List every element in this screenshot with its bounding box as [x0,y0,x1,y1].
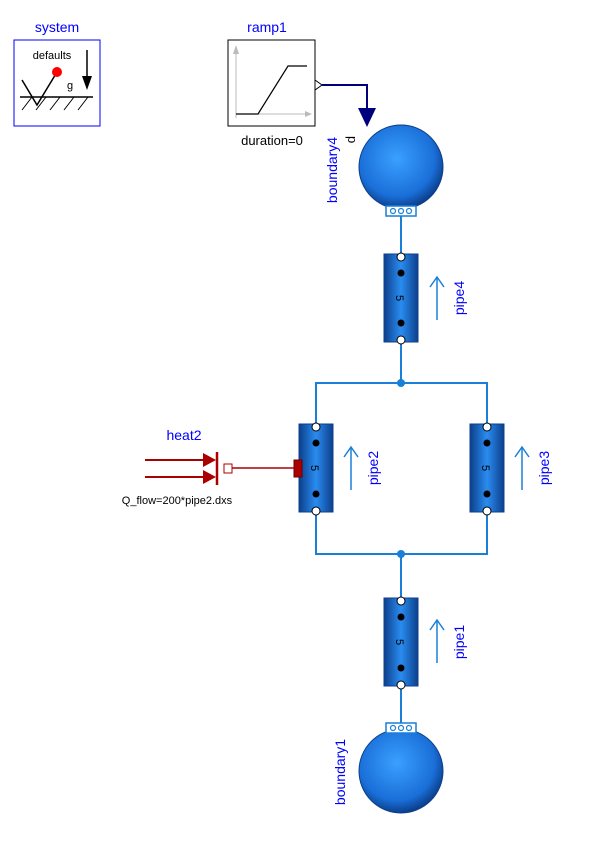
boundary1-label: boundary1 [332,739,348,805]
signal-connection [322,84,376,127]
flow-arrow-icon [343,445,359,490]
boundary1-block[interactable]: boundary1 [332,722,444,814]
boundary4-port[interactable] [385,205,417,217]
pipe4-n: 5 [393,295,405,301]
pipe3-n: 5 [479,465,491,471]
boundary4-label: boundary4 [324,137,340,203]
system-defaults-label: defaults [33,50,72,62]
flow-arrow-icon [514,445,530,490]
heat2-label: heat2 [166,427,201,443]
ramp-curve-icon [233,45,312,118]
pipe1-label: pipe1 [451,625,467,659]
boundary4-block[interactable]: p boundary4 [324,124,444,217]
pipe4-label: pipe4 [451,281,467,315]
flow-arrow-icon [429,275,445,320]
ramp1-param: duration=0 [241,133,303,148]
boundary4-input-port[interactable] [358,108,376,127]
pipe1-n: 5 [393,639,405,645]
ground-hatch-icon [21,96,89,111]
pipe4-block[interactable]: 5 pipe4 [383,252,467,345]
heat2-block[interactable]: heat2 Q_flow=200*pipe2.dxs [122,427,294,507]
ramp1-output-port[interactable] [314,79,323,91]
flow-arrow-icon [429,618,445,663]
junction-bottom [397,550,405,558]
gravity-arrow-icon [82,50,92,90]
pipe2-label: pipe2 [365,451,381,485]
boundary1-port[interactable] [385,722,417,734]
system-label: system [35,19,79,35]
pipe3-label: pipe3 [536,451,552,485]
heat-flow-icon [145,452,219,485]
junction-top [397,379,405,387]
ramp1-label: ramp1 [247,19,287,35]
heat2-port[interactable] [223,463,233,474]
pipe1-block[interactable]: 5 pipe1 [383,596,467,690]
ramp1-block[interactable]: ramp1 duration=0 [227,19,323,148]
system-block[interactable]: system defaults g [13,19,101,127]
system-red-dot [52,67,62,77]
pipe2-heat-port[interactable] [293,459,303,478]
system-g-label: g [67,80,73,92]
heat2-param: Q_flow=200*pipe2.dxs [122,495,233,507]
boundary4-port-label: p [345,136,360,143]
pipe2-block[interactable]: 5 pipe2 [293,422,381,516]
pipe2-n: 5 [308,465,320,471]
pipe3-block[interactable]: 5 pipe3 [469,422,552,516]
